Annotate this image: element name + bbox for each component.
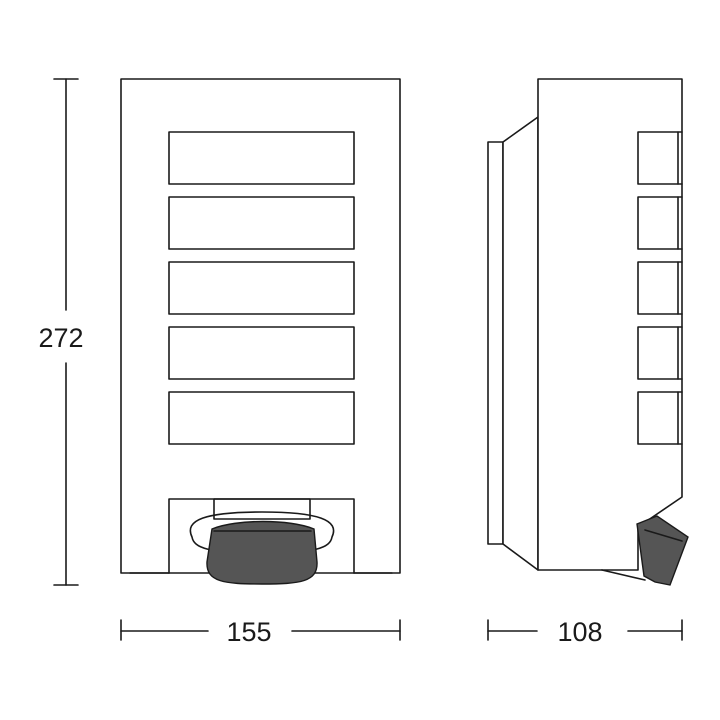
louver-slat xyxy=(168,131,355,185)
sensor-side-stem xyxy=(601,569,646,581)
motion-sensor-side xyxy=(601,515,689,586)
side-fin xyxy=(637,131,683,185)
louver-slat xyxy=(168,261,355,315)
side-fin xyxy=(637,326,683,380)
sensor-side-head xyxy=(636,515,689,586)
depth-dimension: 108 xyxy=(487,617,683,647)
louver-slats xyxy=(168,131,355,445)
front-view xyxy=(120,78,401,585)
sensor-neck xyxy=(213,498,311,520)
sensor-side-seam xyxy=(644,529,683,542)
tapered-base xyxy=(502,116,539,571)
louver-slat xyxy=(168,391,355,445)
side-fins xyxy=(637,131,683,445)
height-label: 272 xyxy=(38,323,83,353)
side-housing xyxy=(537,78,683,571)
louver-slat xyxy=(168,196,355,250)
motion-sensor-front xyxy=(189,498,335,585)
side-fin xyxy=(637,391,683,445)
sensor-dome xyxy=(206,520,318,585)
louver-slat xyxy=(168,326,355,380)
wall-plate xyxy=(487,141,504,545)
depth-label: 108 xyxy=(557,617,602,647)
side-fin xyxy=(637,196,683,250)
width-dimension: 155 xyxy=(120,617,401,647)
side-view xyxy=(487,78,689,586)
side-fin xyxy=(637,261,683,315)
width-label: 155 xyxy=(226,617,271,647)
height-dimension: 272 xyxy=(38,78,84,586)
